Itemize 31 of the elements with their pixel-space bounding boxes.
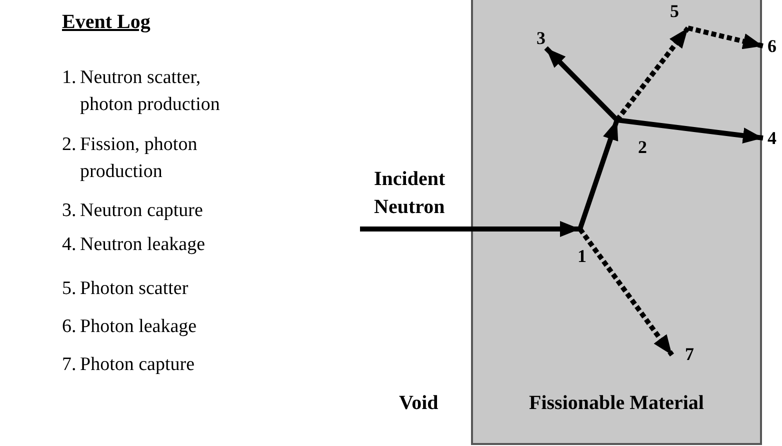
list-text: Photon scatter [80,277,190,301]
event-number: 5 [670,2,690,30]
list-text: Neutron capture [80,199,204,223]
list-number: 4. [62,233,76,257]
edge-label: Incident Neutron [374,167,446,220]
list-number: 5. [62,277,76,301]
list-text: Photon leakage [80,315,198,339]
region-label: Void [399,391,438,416]
list-text: Photon capture [80,353,196,377]
arrow [616,118,764,144]
arrow [578,119,620,230]
event-number: 1 [570,231,594,265]
material-region: Fissionable Material 1 2 3 5 7 [471,0,762,445]
list-text: Fission, photon production [80,133,198,184]
event-number: 4 [763,126,781,150]
list-text: Neutron scatter, photon production [80,66,221,117]
list-number: 6. [62,315,76,339]
dashed-arrow [687,26,764,50]
event-number: 6 [763,34,781,58]
list-text: Neutron leakage [80,233,206,257]
event-number: 2 [619,122,647,156]
list-number: 7. [62,353,76,377]
arrow [360,221,580,237]
event-number: 3 [534,29,548,55]
arrow [544,46,619,122]
list-number: 3. [62,199,76,223]
dashed-arrow [578,228,674,356]
title: Event Log [62,10,150,35]
list-number: 2. [62,133,76,157]
list-number: 1. [62,66,76,90]
event-number: 7 [674,342,694,366]
